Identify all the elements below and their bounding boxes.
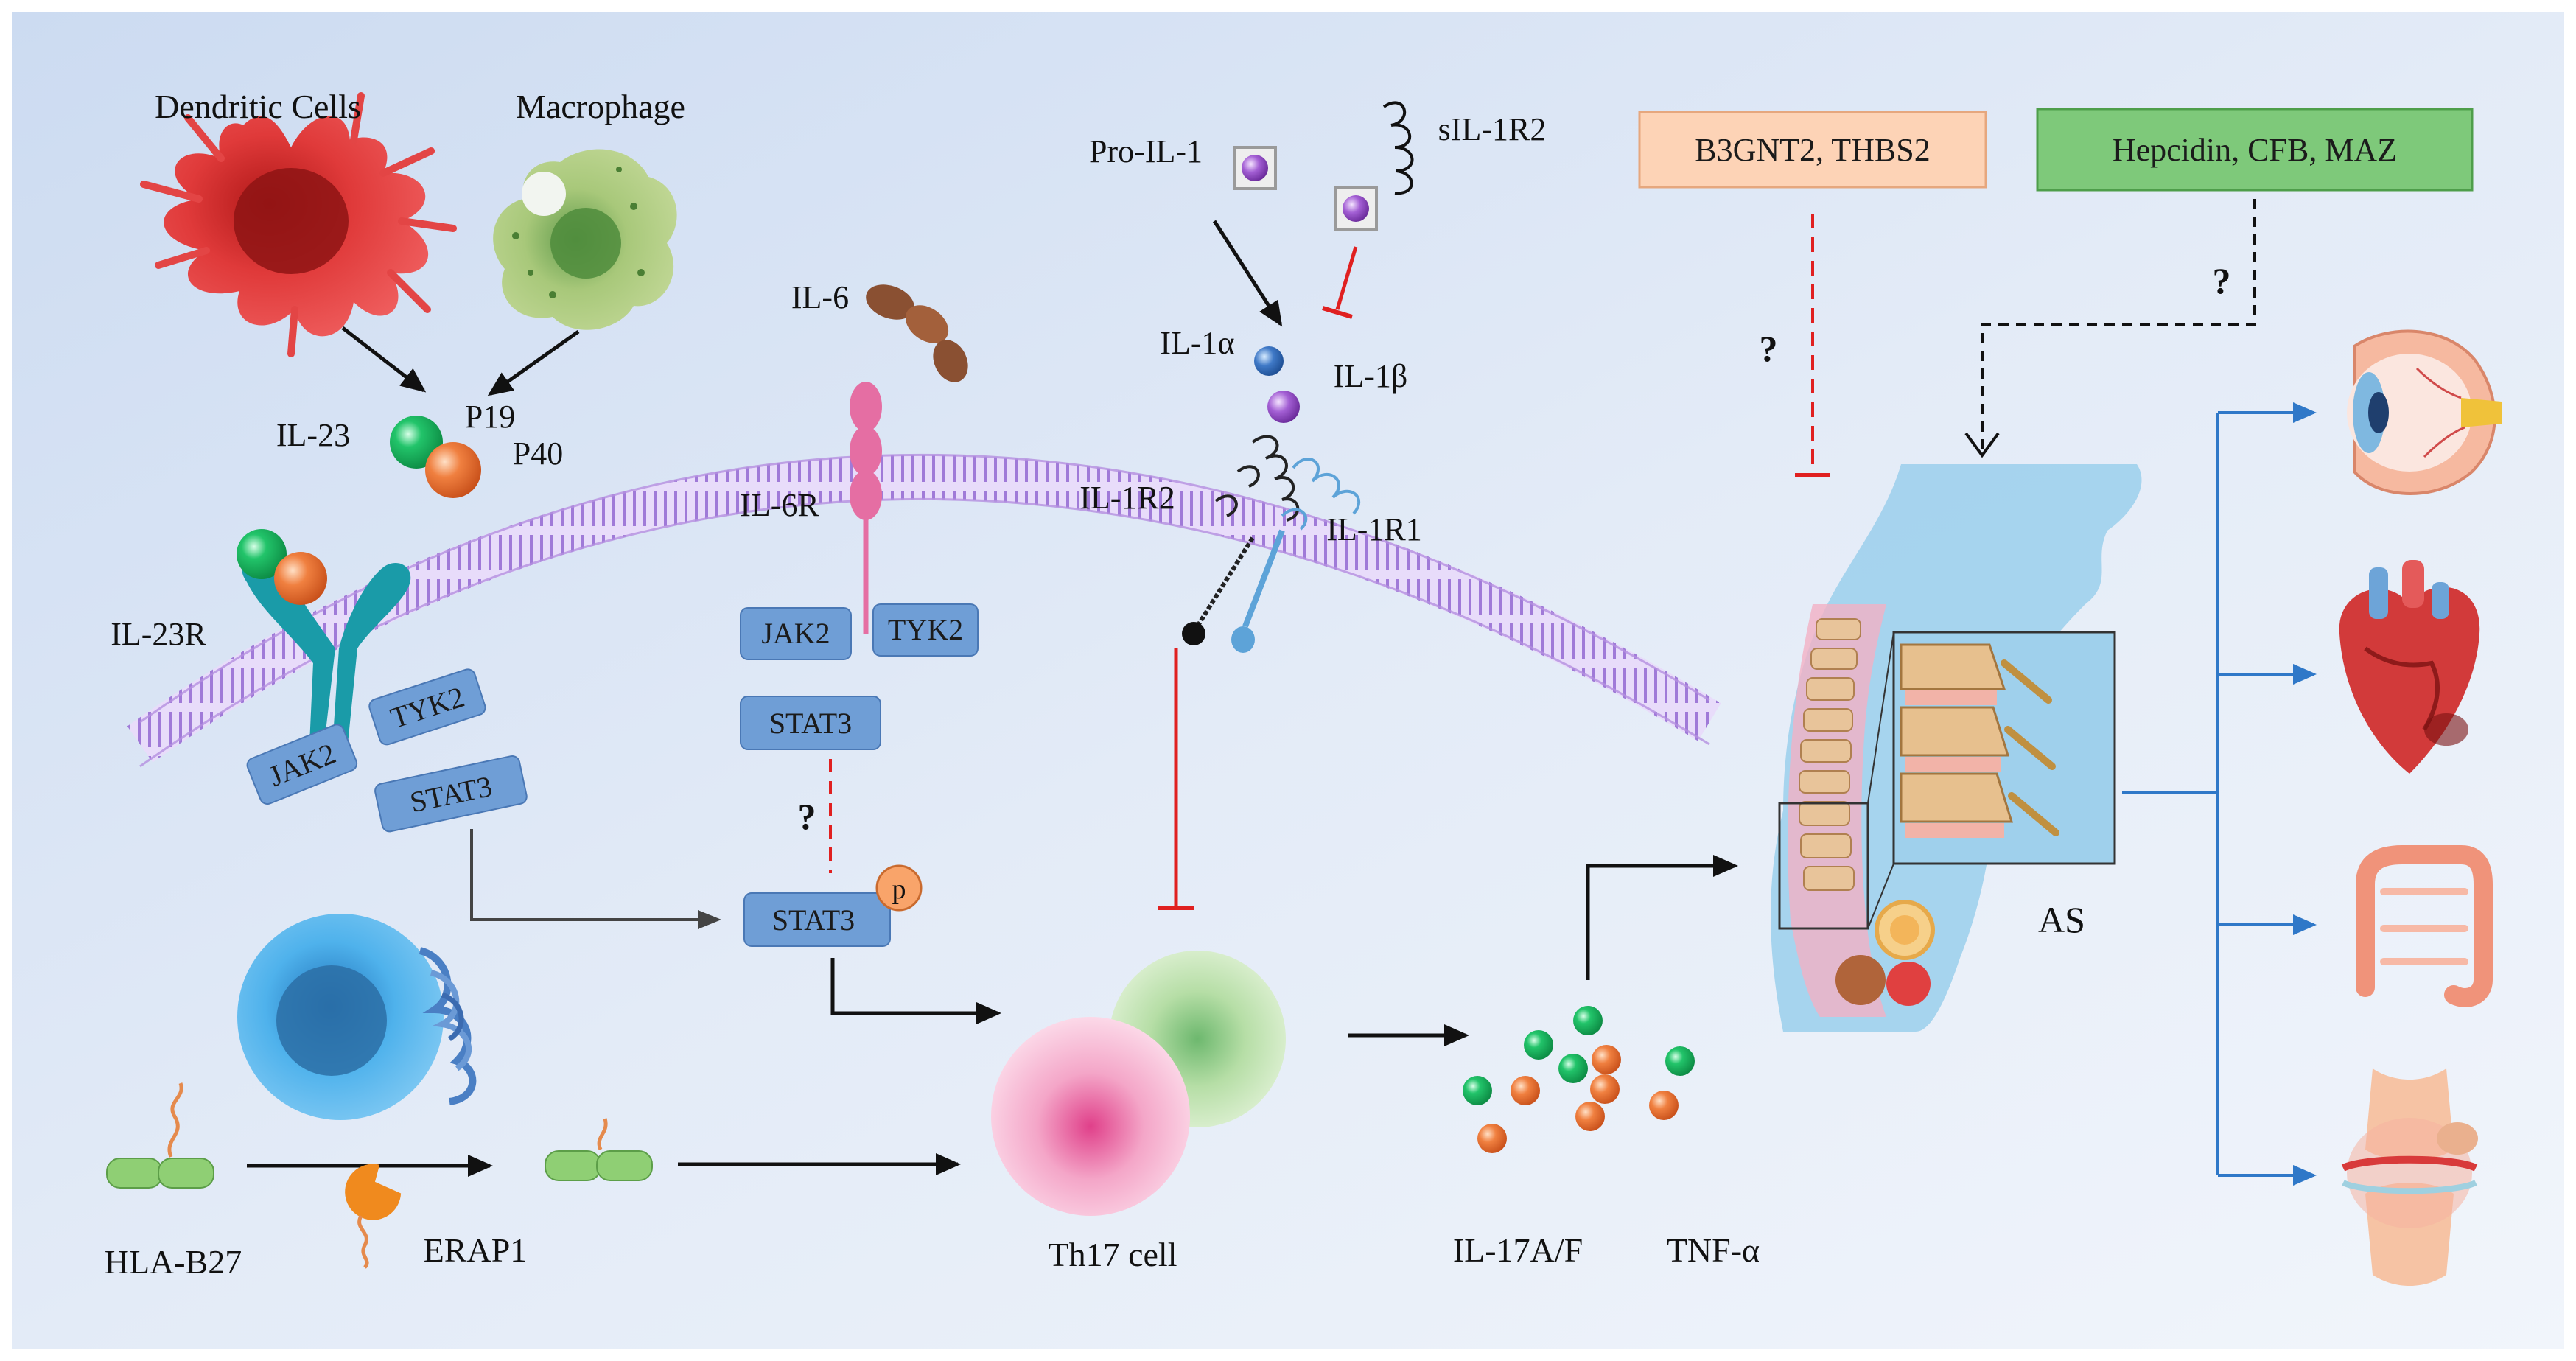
blue-immune-cell (237, 914, 477, 1120)
macrophage-to-il23-arrow (487, 329, 580, 396)
p40-subunit (425, 442, 481, 498)
tyk2-right-label: TYK2 (888, 613, 963, 646)
as-body-illustration (1771, 464, 2142, 1032)
peptide-fragment (357, 1214, 369, 1269)
il1-beta-label: IL-1β (1334, 358, 1408, 394)
dendritic-cells-label: Dendritic Cells (155, 88, 361, 125)
b3gnt2-question-mark: ? (1760, 328, 1778, 369)
hla-b27-molecule (106, 1082, 214, 1189)
intestine-organ (2356, 845, 2493, 1007)
b3gnt2-label: B3GNT2, THBS2 (1695, 132, 1930, 168)
stat3-box-phospho (743, 892, 891, 947)
tnf-label: TNF-α (1667, 1231, 1760, 1269)
eye-organ (2347, 329, 2502, 495)
il1r2-anchor (1182, 622, 1205, 645)
hepcidin-question-mark: ? (2213, 260, 2231, 301)
il1-beta-molecule (1267, 391, 1300, 423)
pstat3-to-th17-arrow (830, 958, 1001, 1024)
sil1r2-inhibit-line (1335, 246, 1358, 310)
stat3-box-left: STAT3 (374, 755, 528, 833)
il6-receptor (850, 382, 882, 634)
dendritic-cell (140, 92, 457, 357)
hla-b27-processed (545, 1118, 653, 1181)
stat3-box-top (740, 696, 881, 750)
stat3-top-label: STAT3 (769, 707, 852, 740)
jak2-box-right (740, 607, 852, 660)
jak2-right-label: JAK2 (761, 617, 830, 650)
il1r2-receptor (1195, 435, 1300, 628)
pro-il1-arrow (1212, 220, 1283, 327)
pro-il1-molecule (1242, 155, 1268, 181)
hepcidin-label: Hepcidin, CFB, MAZ (2113, 132, 2397, 168)
hepcidin-box (2036, 108, 2474, 192)
p40-label: P40 (513, 435, 563, 472)
il1-alpha-molecule (1254, 346, 1284, 376)
hepcidin-arrow-head (1964, 432, 2000, 458)
sil1r2-inhibit-bar (1322, 306, 1353, 319)
il6-label: IL-6 (791, 279, 849, 315)
b3gnt2-box (1638, 111, 1987, 189)
il6r-label: IL-6R (740, 487, 819, 523)
il23r-label: IL-23R (111, 616, 206, 652)
il17-label: IL-17A/F (1453, 1231, 1583, 1269)
sil1r2-box (1334, 186, 1378, 231)
stat3-to-pstat3-arrow (470, 829, 721, 929)
heart-organ (2339, 560, 2480, 774)
pro-il1-label: Pro-IL-1 (1089, 133, 1203, 169)
stat3-phospho-label: STAT3 (772, 903, 855, 937)
erap1-label: ERAP1 (424, 1231, 528, 1269)
il6-ligand (866, 284, 968, 382)
cytokines-to-as-arrow (1586, 855, 1738, 980)
il1r1-anchor (1231, 626, 1255, 653)
sil1r2-label: sIL-1R2 (1438, 111, 1547, 147)
hepcidin-dashed-arrow (1981, 199, 2256, 453)
il1r1-label: IL-1R1 (1326, 511, 1422, 547)
phosphate-label: p (892, 874, 906, 905)
macrophage-label: Macrophage (516, 88, 685, 125)
il1-alpha-label: IL-1α (1160, 325, 1234, 361)
il1r1-receptor (1242, 458, 1360, 628)
dc-to-il23-arrow (341, 326, 427, 393)
macrophage-cell (493, 149, 677, 330)
sil1r2-coil (1382, 101, 1414, 195)
pro-il1-box (1233, 146, 1277, 190)
as-label: AS (2038, 899, 2085, 940)
th17-cell (991, 951, 1286, 1216)
erap1-enzyme (345, 1164, 402, 1220)
stat3-question-mark: ? (798, 796, 816, 837)
p19-label: P19 (465, 399, 515, 435)
organ-branch-lines (2122, 402, 2317, 1186)
hla-b27-label: HLA-B27 (105, 1243, 242, 1281)
il23-label: IL-23 (276, 417, 350, 453)
sil1r2-molecule (1343, 195, 1369, 222)
phosphate-badge (875, 864, 923, 912)
th17-label: Th17 cell (1049, 1236, 1177, 1273)
cytokine-cluster (1463, 1006, 1695, 1153)
il1r2-label: IL-1R2 (1079, 480, 1175, 516)
tyk2-box-right (872, 603, 979, 657)
knee-organ (2341, 1068, 2478, 1286)
